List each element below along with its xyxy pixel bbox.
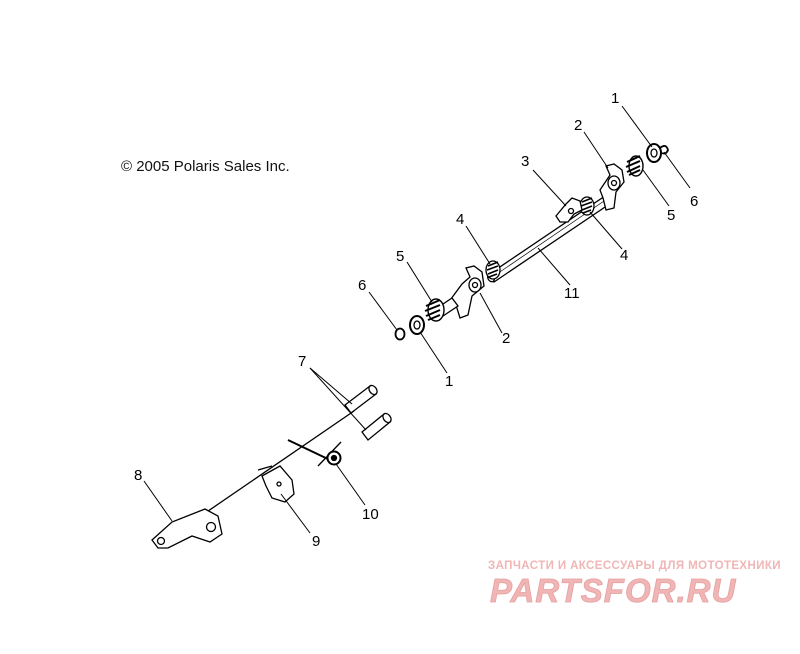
watermark-logo: PARTSFOR.RU bbox=[490, 574, 736, 609]
lower-spring-stack bbox=[424, 298, 445, 322]
watermark-tagline: ЗАПЧАСТИ И АКСЕССУАРЫ ДЛЯ МОТОТЕХНИКИ bbox=[488, 560, 781, 572]
detent-arm bbox=[287, 439, 342, 467]
upper-clip bbox=[659, 145, 669, 155]
upper-right-shift-fork bbox=[599, 163, 625, 211]
callout-labels: 1 2 3 6 5 4 4 5 11 6 2 1 7 8 9 10 bbox=[134, 90, 698, 550]
leader-lines bbox=[143, 105, 691, 534]
right-spring bbox=[579, 196, 595, 216]
shift-drum-arm bbox=[151, 410, 355, 549]
callout-5-left: 5 bbox=[396, 248, 404, 265]
callout-9: 9 bbox=[312, 533, 320, 550]
callout-8: 8 bbox=[134, 467, 142, 484]
upper-spring-stack bbox=[625, 155, 644, 177]
upper-washer bbox=[646, 143, 662, 163]
callout-7: 7 bbox=[298, 353, 306, 370]
upper-shift-fork bbox=[555, 197, 583, 223]
callout-6-left: 6 bbox=[358, 277, 366, 294]
pins bbox=[344, 384, 392, 441]
callout-4-right: 4 bbox=[620, 247, 628, 264]
lower-washer bbox=[409, 315, 425, 335]
callout-3: 3 bbox=[521, 153, 529, 170]
lower-clip bbox=[394, 327, 406, 341]
callout-2-top: 2 bbox=[574, 117, 582, 134]
callout-1-top: 1 bbox=[611, 90, 619, 107]
cam-plate bbox=[257, 465, 295, 503]
callout-2-lower: 2 bbox=[502, 330, 510, 347]
upper-spring bbox=[485, 260, 501, 280]
callout-10: 10 bbox=[362, 506, 379, 523]
callout-11: 11 bbox=[564, 285, 580, 302]
callout-6-right: 6 bbox=[690, 193, 698, 210]
copyright-notice: © 2005 Polaris Sales Inc. bbox=[121, 158, 290, 175]
callout-1-lower: 1 bbox=[445, 373, 453, 390]
watermark-logo-text: PARTSFOR.RU bbox=[490, 574, 736, 609]
callout-4-upper: 4 bbox=[456, 211, 464, 228]
callout-5-right: 5 bbox=[667, 207, 675, 224]
